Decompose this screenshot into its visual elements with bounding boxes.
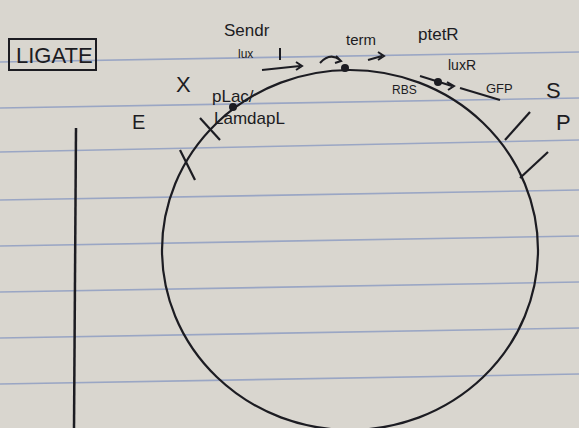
boxed-note: LIGATE: [8, 38, 97, 71]
promoter-label: LamdapL: [214, 110, 285, 127]
gene-label: Sendr: [224, 22, 269, 39]
gene-label: luxR: [448, 58, 476, 72]
terminator-label: term: [346, 32, 376, 47]
promoter-label: pLac/: [212, 88, 254, 105]
site-letter: E: [132, 112, 145, 132]
rbs-label: RBS: [392, 84, 417, 96]
gene-label: lux: [238, 48, 253, 60]
margin-line: [74, 128, 76, 428]
site-letter: X: [176, 74, 191, 96]
site-dots: [229, 64, 442, 111]
gene-label: GFP: [486, 82, 513, 95]
site-letter: S: [546, 80, 561, 102]
paper-rules: [0, 52, 579, 384]
promoter-label: ptetR: [418, 26, 459, 43]
part-arrows: [262, 48, 500, 100]
note-text: LIGATE: [16, 44, 89, 68]
site-letter: P: [556, 112, 571, 134]
plasmid-circle: [162, 70, 538, 428]
